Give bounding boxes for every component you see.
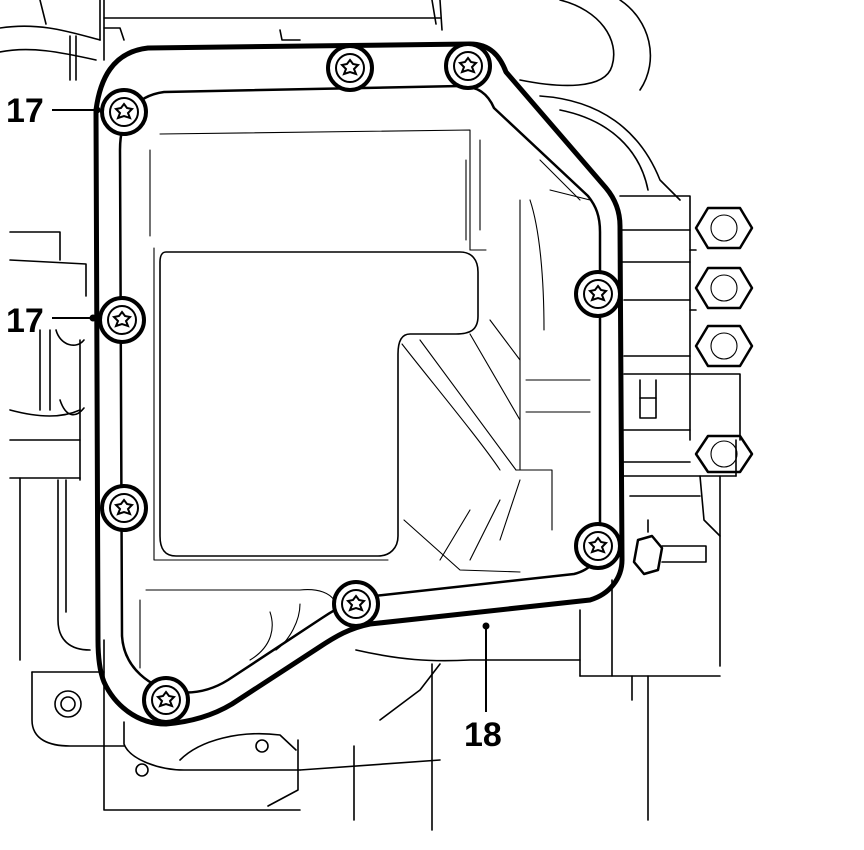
callout-17-middle: 17 — [6, 302, 97, 340]
bolt-8 — [332, 580, 380, 628]
bolt-4 — [574, 270, 622, 318]
callout-18: 18 — [464, 622, 502, 754]
bolt-3 — [444, 42, 492, 90]
bolt-1 — [100, 88, 148, 136]
callout-label-17-middle: 17 — [6, 302, 44, 340]
bolt-5 — [98, 296, 146, 344]
background-housing — [0, 0, 754, 831]
callout-label-17-upper: 17 — [6, 92, 44, 130]
callout-17-upper: 17 — [6, 92, 101, 130]
bolt-7 — [574, 522, 622, 570]
callout-label-18: 18 — [464, 716, 502, 754]
pan-bolts — [98, 42, 622, 724]
bolt-9 — [142, 676, 190, 724]
pan-inner-plateau — [159, 251, 479, 557]
bolt-6 — [100, 484, 148, 532]
bolt-2 — [326, 44, 374, 92]
